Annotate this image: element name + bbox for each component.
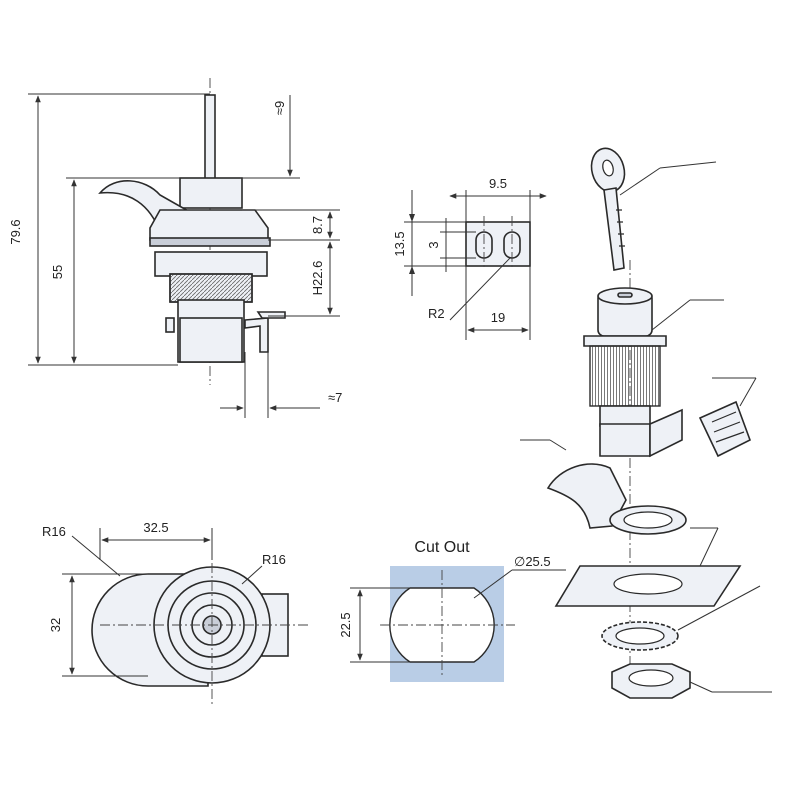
hex-nut — [154, 251, 268, 277]
plate-leader — [699, 527, 719, 567]
r-right-leader — [241, 565, 263, 585]
cam-detail: 9.5 13.5 3 R2 19 — [392, 176, 547, 340]
side-view: 79.6 55 ≈9 8.7 H22.6 ≈7 — [8, 78, 342, 418]
lower-housing — [179, 317, 243, 363]
r-left-leader — [71, 535, 121, 577]
cutout-title: Cut Out — [414, 539, 470, 556]
cutout-diameter-label: ∅25.5 — [514, 554, 551, 569]
spring-clip — [698, 400, 751, 458]
hex-nut-part — [611, 663, 691, 699]
front-r-left-label: R16 — [42, 524, 66, 539]
diameter-leader — [473, 569, 513, 599]
dim-h-label: H22.6 — [310, 261, 325, 296]
cam-length-label: 19 — [491, 310, 505, 325]
cutout-flat-label: 22.5 — [338, 612, 353, 637]
front-height-label: 32 — [48, 618, 63, 632]
key-leader — [619, 167, 661, 196]
front-width-label: 32.5 — [143, 520, 168, 535]
lock-head — [179, 177, 243, 209]
front-r-right-label: R16 — [262, 552, 286, 567]
cam-slot-label: 3 — [426, 241, 441, 248]
dim-overall-label: 79.6 — [8, 219, 23, 244]
key-icon — [590, 147, 626, 271]
dim-body-label: 55 — [50, 265, 65, 279]
cam — [244, 317, 269, 353]
hook-leader — [549, 439, 567, 451]
hook-part — [546, 463, 687, 535]
cam-height-label: 13.5 — [392, 231, 407, 256]
washer-leader — [677, 585, 761, 631]
dim-top-label: ≈9 — [272, 101, 287, 115]
lock-cylinder — [583, 287, 683, 458]
radius-leader — [449, 257, 511, 321]
nut-leader — [689, 681, 713, 693]
clip-leader — [739, 377, 757, 407]
front-view: 32.5 32 R16 R16 — [42, 520, 310, 705]
flange-washer — [149, 237, 271, 247]
cylinder-leader — [651, 299, 691, 331]
cam-tip — [256, 311, 286, 319]
side-tab — [165, 317, 175, 333]
cam-width-label: 9.5 — [489, 176, 507, 191]
dim-cam-label: ≈7 — [328, 390, 342, 405]
dim-flange-label: 8.7 — [310, 216, 325, 234]
flange — [149, 209, 269, 241]
mounting-plate — [554, 565, 742, 607]
cam-radius-label: R2 — [428, 306, 445, 321]
key-shaft — [204, 94, 216, 186]
cutout-view: Cut Out 22.5 ∅25.5 — [338, 539, 566, 682]
lock-washer — [601, 621, 679, 651]
exploded-view — [520, 147, 772, 699]
